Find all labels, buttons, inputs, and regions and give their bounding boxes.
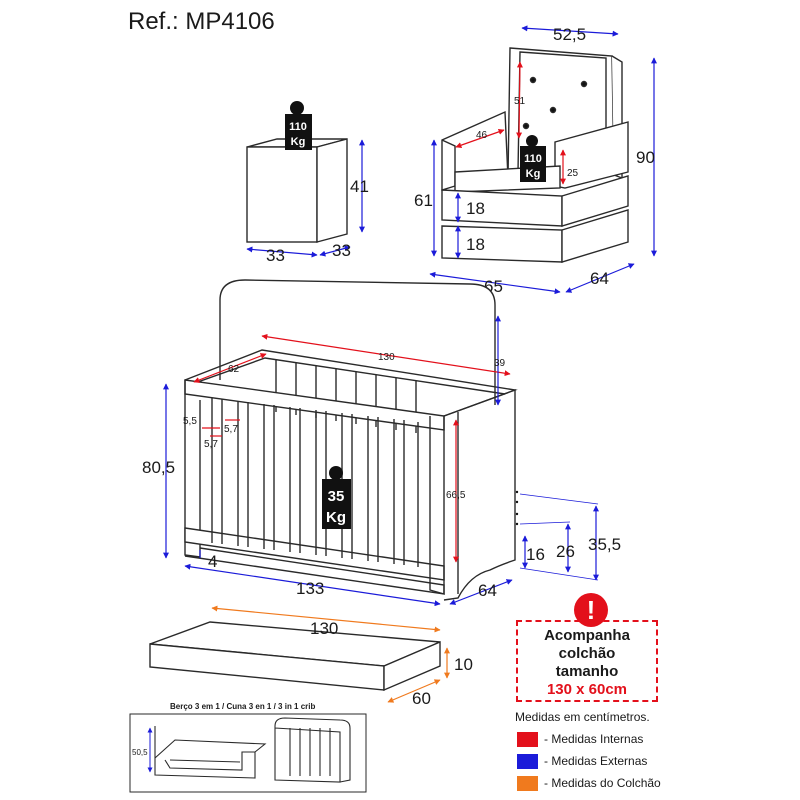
legend-label-mattress: - Medidas do Colchão	[544, 776, 661, 790]
nightstand	[246, 138, 348, 243]
crib-internal-height-label: 66,5	[446, 490, 466, 501]
crib-internal-length-label: 130	[378, 352, 395, 363]
legend-swatch-internal	[517, 731, 538, 747]
crib-internal-dimensions	[193, 333, 511, 563]
armchair-seat-height-label: 61	[414, 191, 433, 210]
svg-text:110: 110	[289, 121, 307, 133]
svg-text:Kg: Kg	[326, 509, 346, 526]
color-legend: - Medidas Internas - Medidas Externas - …	[517, 728, 661, 794]
legend-swatch-mattress	[517, 775, 538, 791]
legend-item-mattress: - Medidas do Colchão	[517, 772, 661, 794]
nightstand-weight-badge: 110 Kg	[285, 101, 312, 150]
crib-h26-label: 26	[556, 542, 575, 561]
armchair-external-dimensions	[429, 25, 657, 295]
svg-text:110: 110	[524, 153, 542, 165]
inset-height-label: 50,5	[132, 748, 148, 757]
inset-panel	[129, 713, 367, 793]
legend-swatch-external	[517, 753, 538, 769]
legend-label-internal: - Medidas Internas	[544, 732, 644, 746]
armchair-cushion-lower-label: 18	[466, 235, 485, 254]
notice-line-2: colchão	[558, 645, 616, 662]
notice-line-1: Acompanha	[544, 627, 630, 644]
inset-title: Berço 3 em 1 / Cuna 3 en 1 / 3 in 1 crib	[170, 702, 316, 711]
nightstand-dimensions	[246, 139, 365, 258]
mattress-length-label: 130	[310, 619, 338, 638]
svg-text:Kg: Kg	[291, 136, 306, 148]
armchair-cushion-upper-label: 18	[466, 199, 485, 218]
svg-text:Kg: Kg	[526, 168, 541, 180]
crib-slat-gap-b-label: 5,7	[224, 424, 238, 435]
mattress-height-label: 10	[454, 655, 473, 674]
crib-length-label: 133	[296, 579, 324, 598]
armchair-back-height-label: 51	[514, 96, 526, 107]
armchair-internal-dimensions	[455, 61, 566, 185]
legend-label-external: - Medidas Externas	[544, 754, 648, 768]
armchair-width-top-label: 52,5	[553, 25, 586, 44]
armchair-total-height-label: 90	[636, 148, 655, 167]
crib-slat-gap-a-label: 5,7	[204, 439, 218, 450]
armchair-arm-height-label: 25	[567, 168, 579, 179]
crib-slat-gap-top-label: 5,5	[183, 416, 197, 427]
nightstand-height-label: 41	[350, 177, 369, 196]
crib-h16-label: 16	[526, 545, 545, 564]
svg-text:35: 35	[328, 488, 345, 505]
legend-item-internal: - Medidas Internas	[517, 728, 661, 750]
crib-foot-label: 4	[208, 552, 217, 571]
crib-internal-width-label: 62	[228, 364, 240, 375]
mattress-dimensions	[211, 605, 450, 703]
notice-line-3: tamanho	[555, 663, 619, 680]
nightstand-width-label: 33	[266, 246, 285, 265]
crib-total-height-label: 80,5	[142, 458, 175, 477]
notice-size: 130 x 60cm	[546, 681, 628, 698]
legend-item-external: - Medidas Externas	[517, 750, 661, 772]
warning-icon: !	[574, 593, 608, 627]
crib	[184, 279, 519, 601]
nightstand-depth-label: 33	[332, 241, 351, 260]
crib-head-extra-label: 39	[494, 358, 506, 369]
mattress-notice-box: Acompanha colchão tamanho 130 x 60cm	[516, 620, 658, 702]
reference-code: Ref.: MP4106	[128, 8, 275, 35]
mattress	[149, 621, 441, 692]
armchair-depth-label: 64	[590, 269, 609, 288]
armchair-seat-width-label: 46	[476, 130, 488, 141]
armchair-weight-badge: 110 Kg	[520, 135, 546, 182]
units-note: Medidas em centímetros.	[515, 710, 650, 724]
crib-external-dimensions	[163, 315, 599, 607]
crib-depth-label: 64	[478, 581, 497, 600]
crib-h35-label: 35,5	[588, 535, 621, 554]
crib-weight-badge: 35 Kg	[322, 466, 351, 529]
mattress-width-label: 60	[412, 689, 431, 708]
